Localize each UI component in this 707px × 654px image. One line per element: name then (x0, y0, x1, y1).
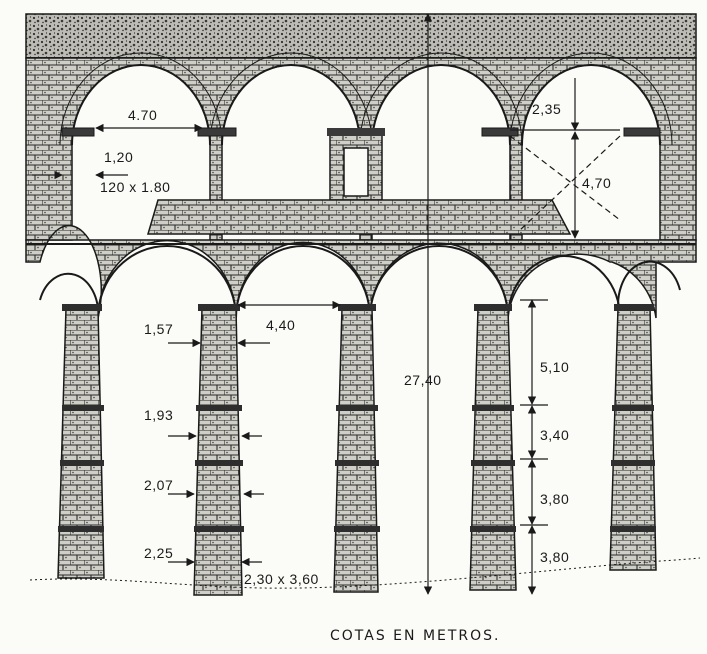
label-upper-arch-rise: 2,35 (532, 101, 561, 117)
label-pier-width-2: 1,93 (144, 407, 173, 423)
label-upper-pier-section: 120 x 1.80 (100, 179, 170, 195)
label-lower-span: 4,40 (266, 317, 295, 333)
label-pier-width-3: 2,07 (144, 477, 173, 493)
label-segment-3: 3,80 (540, 491, 569, 507)
label-upper-pier-width: 1,20 (104, 149, 133, 165)
label-total-height: 27,40 (404, 372, 442, 388)
label-pier-base-section: 2,30 x 3,60 (244, 571, 319, 587)
label-segment-1: 5,10 (540, 359, 569, 375)
central-niche (327, 128, 385, 201)
central-platform (146, 199, 572, 235)
caption-units: COTAS EN METROS. (330, 628, 501, 644)
label-pier-width-4: 2,25 (144, 545, 173, 561)
label-segment-2: 3,40 (540, 427, 569, 443)
label-upper-span: 4.70 (128, 107, 157, 123)
water-channel-top (25, 13, 697, 59)
label-upper-pier-height: 4,70 (582, 175, 611, 191)
upper-voussoirs (59, 52, 673, 146)
pier-cornices (58, 304, 656, 532)
lower-piers (57, 307, 657, 596)
lower-voussoirs (39, 245, 681, 319)
label-segment-4: 3,80 (540, 549, 569, 565)
ground-line (29, 557, 701, 589)
dimension-lines (32, 13, 621, 595)
label-pier-width-1: 1,57 (144, 321, 173, 337)
